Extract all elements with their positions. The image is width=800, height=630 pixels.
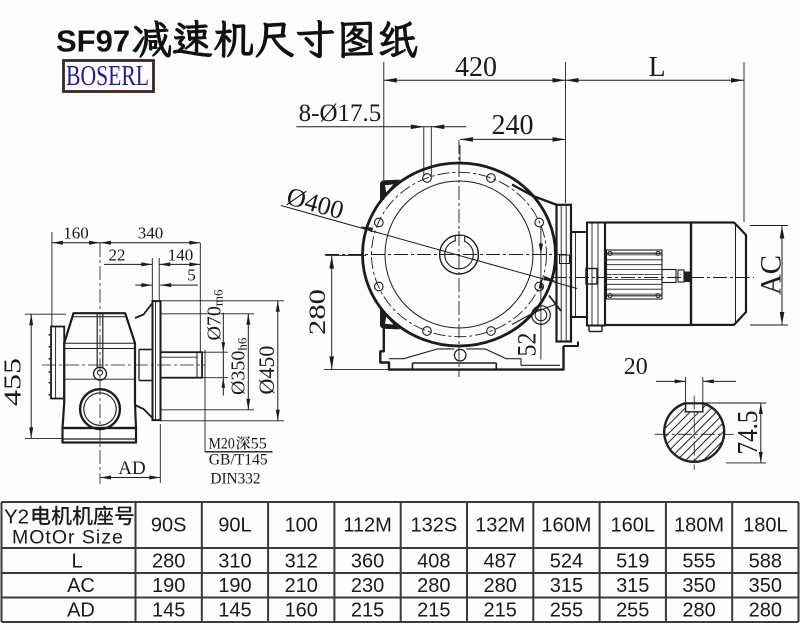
- svg-text:312: 312: [285, 551, 318, 573]
- svg-text:M20: M20: [209, 436, 235, 453]
- svg-text:180M: 180M: [674, 515, 724, 537]
- svg-text:Ø350h6: Ø350h6: [228, 337, 250, 395]
- svg-text:215: 215: [351, 600, 384, 622]
- svg-text:555: 555: [682, 551, 715, 573]
- svg-text:455: 455: [1, 358, 27, 406]
- svg-text:160M: 160M: [541, 515, 591, 537]
- svg-text:180L: 180L: [743, 515, 788, 537]
- svg-text:52: 52: [513, 333, 542, 357]
- svg-text:160L: 160L: [611, 515, 656, 537]
- svg-text:DIN332: DIN332: [210, 471, 260, 488]
- svg-text:315: 315: [616, 575, 649, 597]
- svg-text:MOtOr Size: MOtOr Size: [12, 527, 124, 549]
- svg-text:190: 190: [152, 575, 185, 597]
- svg-text:310: 310: [218, 551, 251, 573]
- svg-text:L: L: [71, 551, 82, 573]
- svg-text:L: L: [648, 52, 665, 83]
- svg-text:420: 420: [455, 52, 497, 83]
- svg-text:519: 519: [616, 551, 649, 573]
- svg-text:5: 5: [187, 265, 196, 284]
- svg-text:524: 524: [550, 551, 583, 573]
- svg-text:AD: AD: [67, 600, 95, 622]
- svg-text:240: 240: [492, 110, 534, 141]
- svg-text:280: 280: [483, 575, 516, 597]
- svg-text:AC: AC: [755, 255, 788, 295]
- svg-text:22: 22: [109, 246, 126, 265]
- svg-text:90L: 90L: [218, 515, 251, 537]
- svg-text:350: 350: [682, 575, 715, 597]
- svg-text:Y2: Y2: [4, 506, 29, 529]
- svg-text:145: 145: [152, 600, 185, 622]
- svg-text:74.5: 74.5: [733, 411, 764, 455]
- svg-text:255: 255: [616, 600, 649, 622]
- svg-text:90S: 90S: [151, 515, 187, 537]
- svg-text:55: 55: [251, 436, 267, 453]
- svg-text:230: 230: [351, 575, 384, 597]
- svg-text:145: 145: [218, 600, 251, 622]
- svg-text:215: 215: [483, 600, 516, 622]
- svg-text:215: 215: [417, 600, 450, 622]
- svg-text:340: 340: [138, 224, 164, 243]
- svg-text:360: 360: [351, 551, 384, 573]
- svg-text:280: 280: [682, 600, 715, 622]
- svg-text:100: 100: [285, 515, 318, 537]
- svg-text:20: 20: [624, 354, 648, 380]
- svg-text:132M: 132M: [475, 515, 525, 537]
- svg-text:GB/T145: GB/T145: [209, 452, 268, 469]
- svg-text:190: 190: [218, 575, 251, 597]
- svg-text:160: 160: [285, 600, 318, 622]
- svg-text:BOSERL: BOSERL: [66, 60, 149, 92]
- svg-text:140: 140: [168, 246, 194, 265]
- svg-text:255: 255: [550, 600, 583, 622]
- svg-text:210: 210: [285, 575, 318, 597]
- svg-text:132S: 132S: [410, 515, 457, 537]
- svg-text:280: 280: [417, 575, 450, 597]
- svg-text:315: 315: [550, 575, 583, 597]
- svg-text:588: 588: [749, 551, 782, 573]
- svg-text:SF97: SF97: [56, 24, 130, 59]
- svg-text:280: 280: [152, 551, 185, 573]
- svg-text:487: 487: [483, 551, 516, 573]
- svg-text:408: 408: [417, 551, 450, 573]
- svg-text:112M: 112M: [343, 515, 392, 537]
- svg-text:Ø450: Ø450: [254, 346, 279, 395]
- svg-text:AC: AC: [67, 575, 95, 597]
- svg-text:350: 350: [749, 575, 782, 597]
- svg-text:8-Ø17.5: 8-Ø17.5: [299, 100, 382, 127]
- svg-text:280: 280: [749, 600, 782, 622]
- svg-text:280: 280: [305, 289, 330, 335]
- svg-text:AD: AD: [118, 458, 145, 479]
- svg-text:160: 160: [63, 224, 89, 243]
